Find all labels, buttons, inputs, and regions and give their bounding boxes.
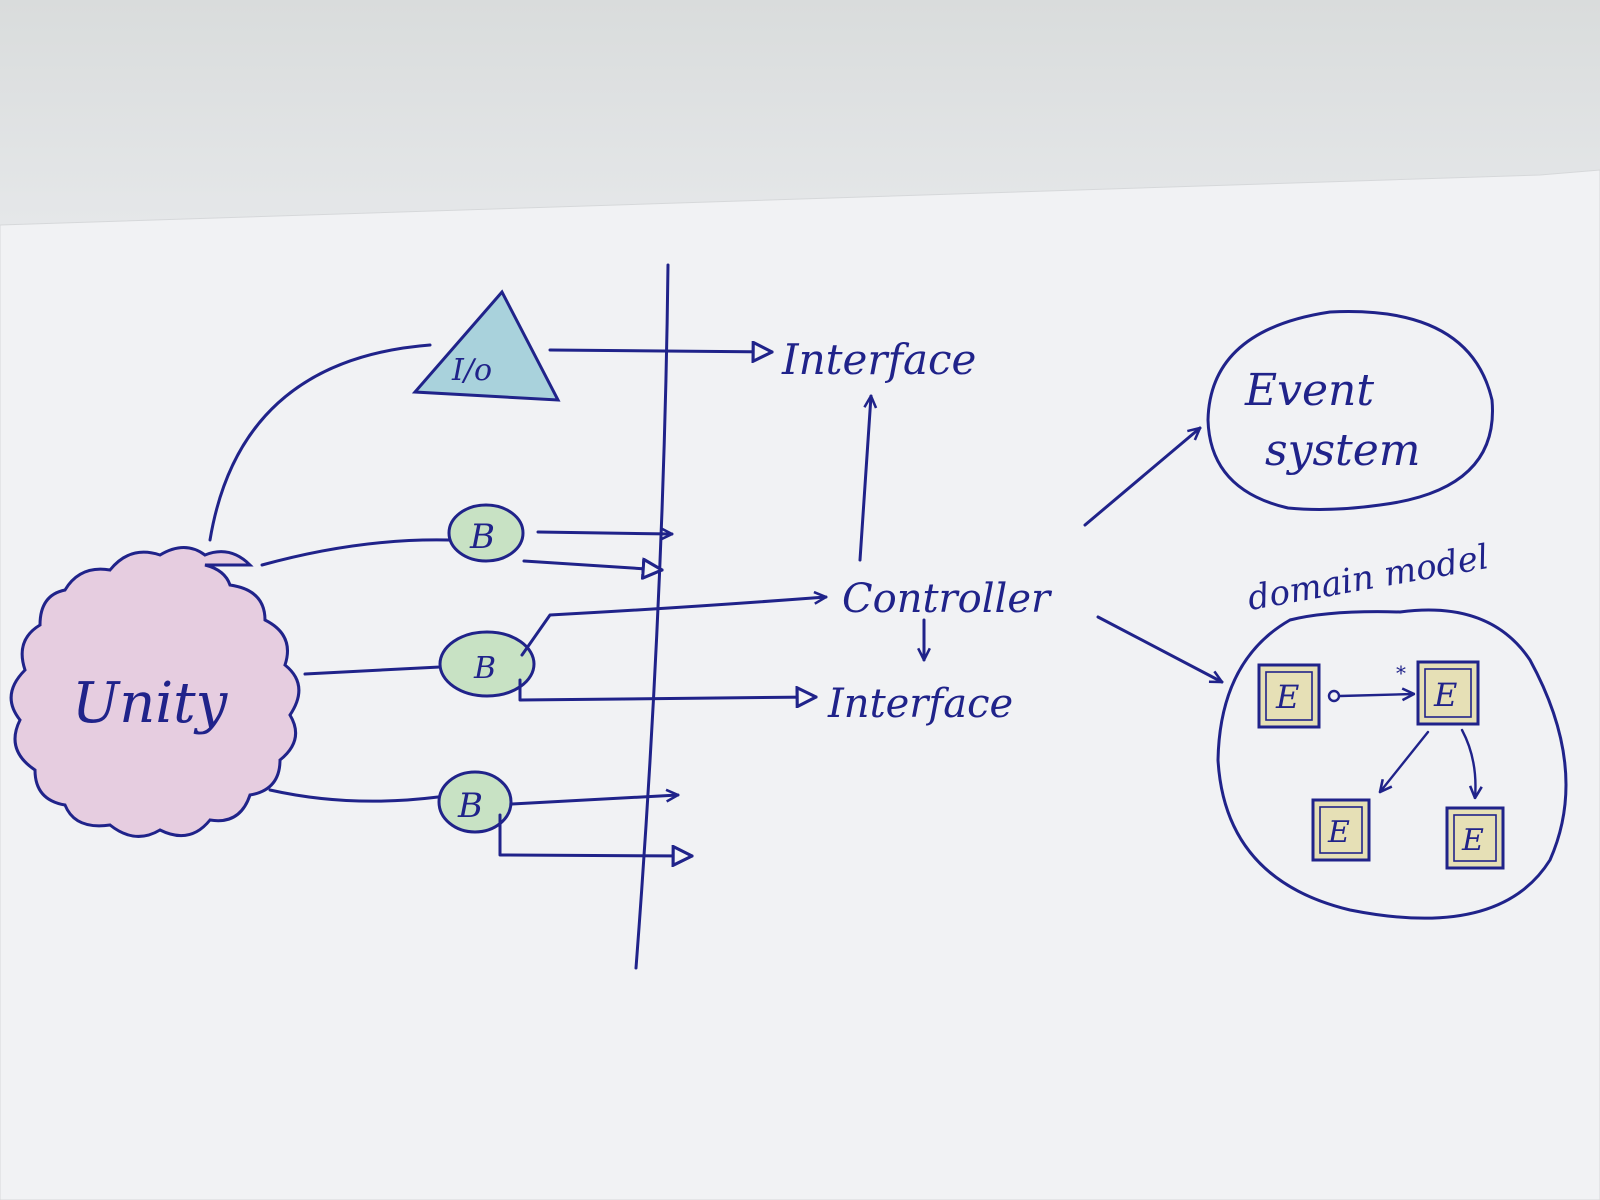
- entity-1-label: E: [1275, 678, 1299, 716]
- b-node-bottom: B: [437, 770, 513, 834]
- b-middle-label: B: [473, 651, 496, 686]
- b-top-circle: [447, 503, 525, 563]
- entity-2-to-entity-3-arrow: [1380, 730, 1430, 792]
- interface-bottom-label: Interface: [827, 681, 1013, 727]
- io-label: I/o: [451, 353, 492, 388]
- entity-box-1: E: [1257, 663, 1321, 729]
- b-top-arrow-1: [536, 532, 674, 534]
- b-bottom-circle: [437, 770, 513, 834]
- controller-label: Controller: [842, 576, 1053, 622]
- b-middle-circle: [438, 630, 536, 698]
- entity-2-label: E: [1433, 676, 1457, 714]
- io-triangle-shape: [411, 289, 561, 402]
- unity-node: Unity: [9, 546, 301, 838]
- unity-cloud-shape: [9, 546, 301, 838]
- entity-1-to-entity-2-arrow: [1338, 694, 1414, 696]
- entity-2-to-entity-4-arrow: [1460, 728, 1475, 798]
- io-node: I/o: [411, 289, 561, 402]
- b-node-top: B: [447, 503, 525, 563]
- entity-4-label: E: [1461, 823, 1484, 858]
- multiplicity-label: *: [1396, 661, 1406, 685]
- entity-box-4: E: [1445, 806, 1505, 870]
- event-system-node: Event system: [1206, 310, 1494, 511]
- unity-to-b-bottom-connector: [268, 788, 440, 803]
- b-middle-to-interface-arrow: [518, 678, 816, 700]
- event-system-label-line2: system: [1265, 425, 1420, 476]
- io-to-interface-arrow: [548, 350, 772, 352]
- composition-diamond: [1327, 689, 1341, 703]
- unity-to-b-middle-connector: [303, 665, 442, 676]
- b-top-label: B: [469, 517, 495, 557]
- event-system-label-line1: Event: [1244, 365, 1374, 416]
- entity-box-3: E: [1311, 798, 1371, 862]
- entity-3-label: E: [1327, 815, 1350, 850]
- controller-to-event-system-arrow: [1083, 428, 1200, 527]
- controller-to-interface-top-arrow: [858, 396, 871, 562]
- b-bottom-label: B: [457, 786, 483, 826]
- b-middle-to-controller-arrow: [520, 597, 826, 657]
- interface-top-label: Interface: [781, 335, 976, 384]
- domain-model-ellipse: [1216, 608, 1568, 920]
- b-top-arrow-2: [522, 561, 662, 570]
- controller-to-domain-model-arrow: [1096, 615, 1222, 684]
- entity-box-2: E: [1416, 660, 1480, 726]
- b-bottom-arrow-2: [498, 813, 692, 856]
- unity-to-io-connector: [208, 343, 432, 542]
- event-system-ellipse: [1206, 310, 1494, 511]
- b-node-middle: B: [438, 630, 536, 698]
- unity-label: Unity: [72, 671, 229, 736]
- unity-to-b-top-connector: [260, 538, 451, 567]
- b-bottom-arrow-1: [510, 795, 678, 806]
